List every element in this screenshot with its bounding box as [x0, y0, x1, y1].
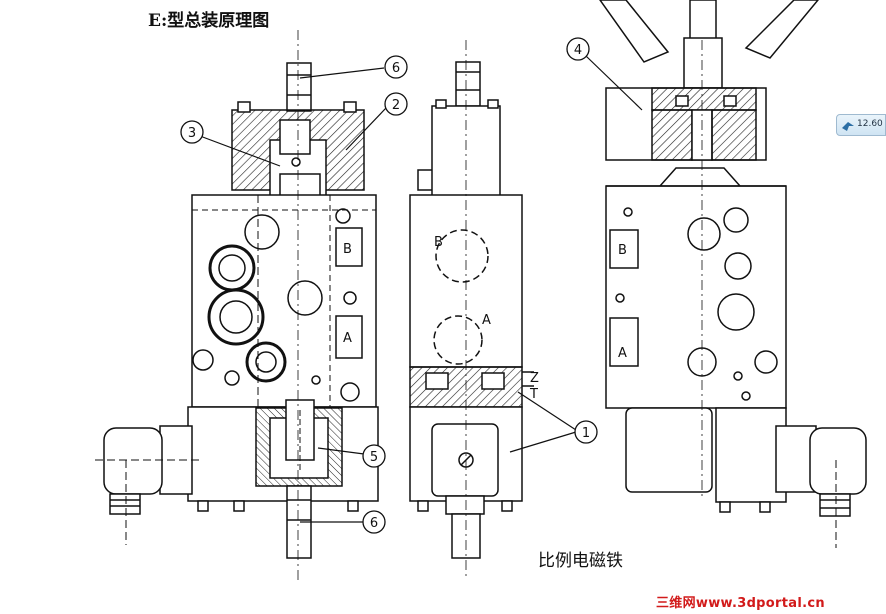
- svg-text:6: 6: [392, 61, 400, 76]
- callout-1: 1: [574, 420, 598, 444]
- svg-text:4: 4: [574, 43, 582, 58]
- callout-2: 2: [384, 92, 408, 116]
- port-label-right-b: B: [618, 243, 627, 258]
- svg-text:2: 2: [392, 98, 400, 113]
- watermark: 三维网www.3dportal.cn: [656, 596, 825, 611]
- drawing-caption: 比例电磁铁: [538, 551, 623, 571]
- right-view: [599, 0, 867, 548]
- callout-6-bottom: 6: [362, 510, 386, 534]
- callout-4: 4: [566, 37, 590, 61]
- drawing-title: E:型总装原理图: [148, 11, 270, 31]
- port-label-mid-b: B: [434, 235, 443, 250]
- bird-icon: [842, 122, 854, 131]
- middle-view: [409, 40, 534, 580]
- badge-value: 12.60: [857, 119, 883, 129]
- left-view: [95, 30, 379, 580]
- callout-3: 3: [180, 120, 204, 144]
- port-label-right-a: A: [618, 346, 627, 361]
- port-label-left-a: A: [343, 331, 352, 346]
- callout-5: 5: [362, 444, 386, 468]
- port-label-left-b: B: [343, 242, 352, 257]
- svg-text:1: 1: [582, 426, 590, 441]
- svg-text:5: 5: [370, 450, 378, 465]
- port-label-z: Z: [530, 371, 539, 386]
- svg-text:6: 6: [370, 516, 378, 531]
- floating-badge[interactable]: 12.60: [836, 114, 886, 136]
- port-label-t: T: [529, 387, 538, 402]
- port-label-mid-a: A: [482, 313, 491, 328]
- callout-6-top: 6: [384, 55, 408, 79]
- svg-text:3: 3: [188, 126, 196, 141]
